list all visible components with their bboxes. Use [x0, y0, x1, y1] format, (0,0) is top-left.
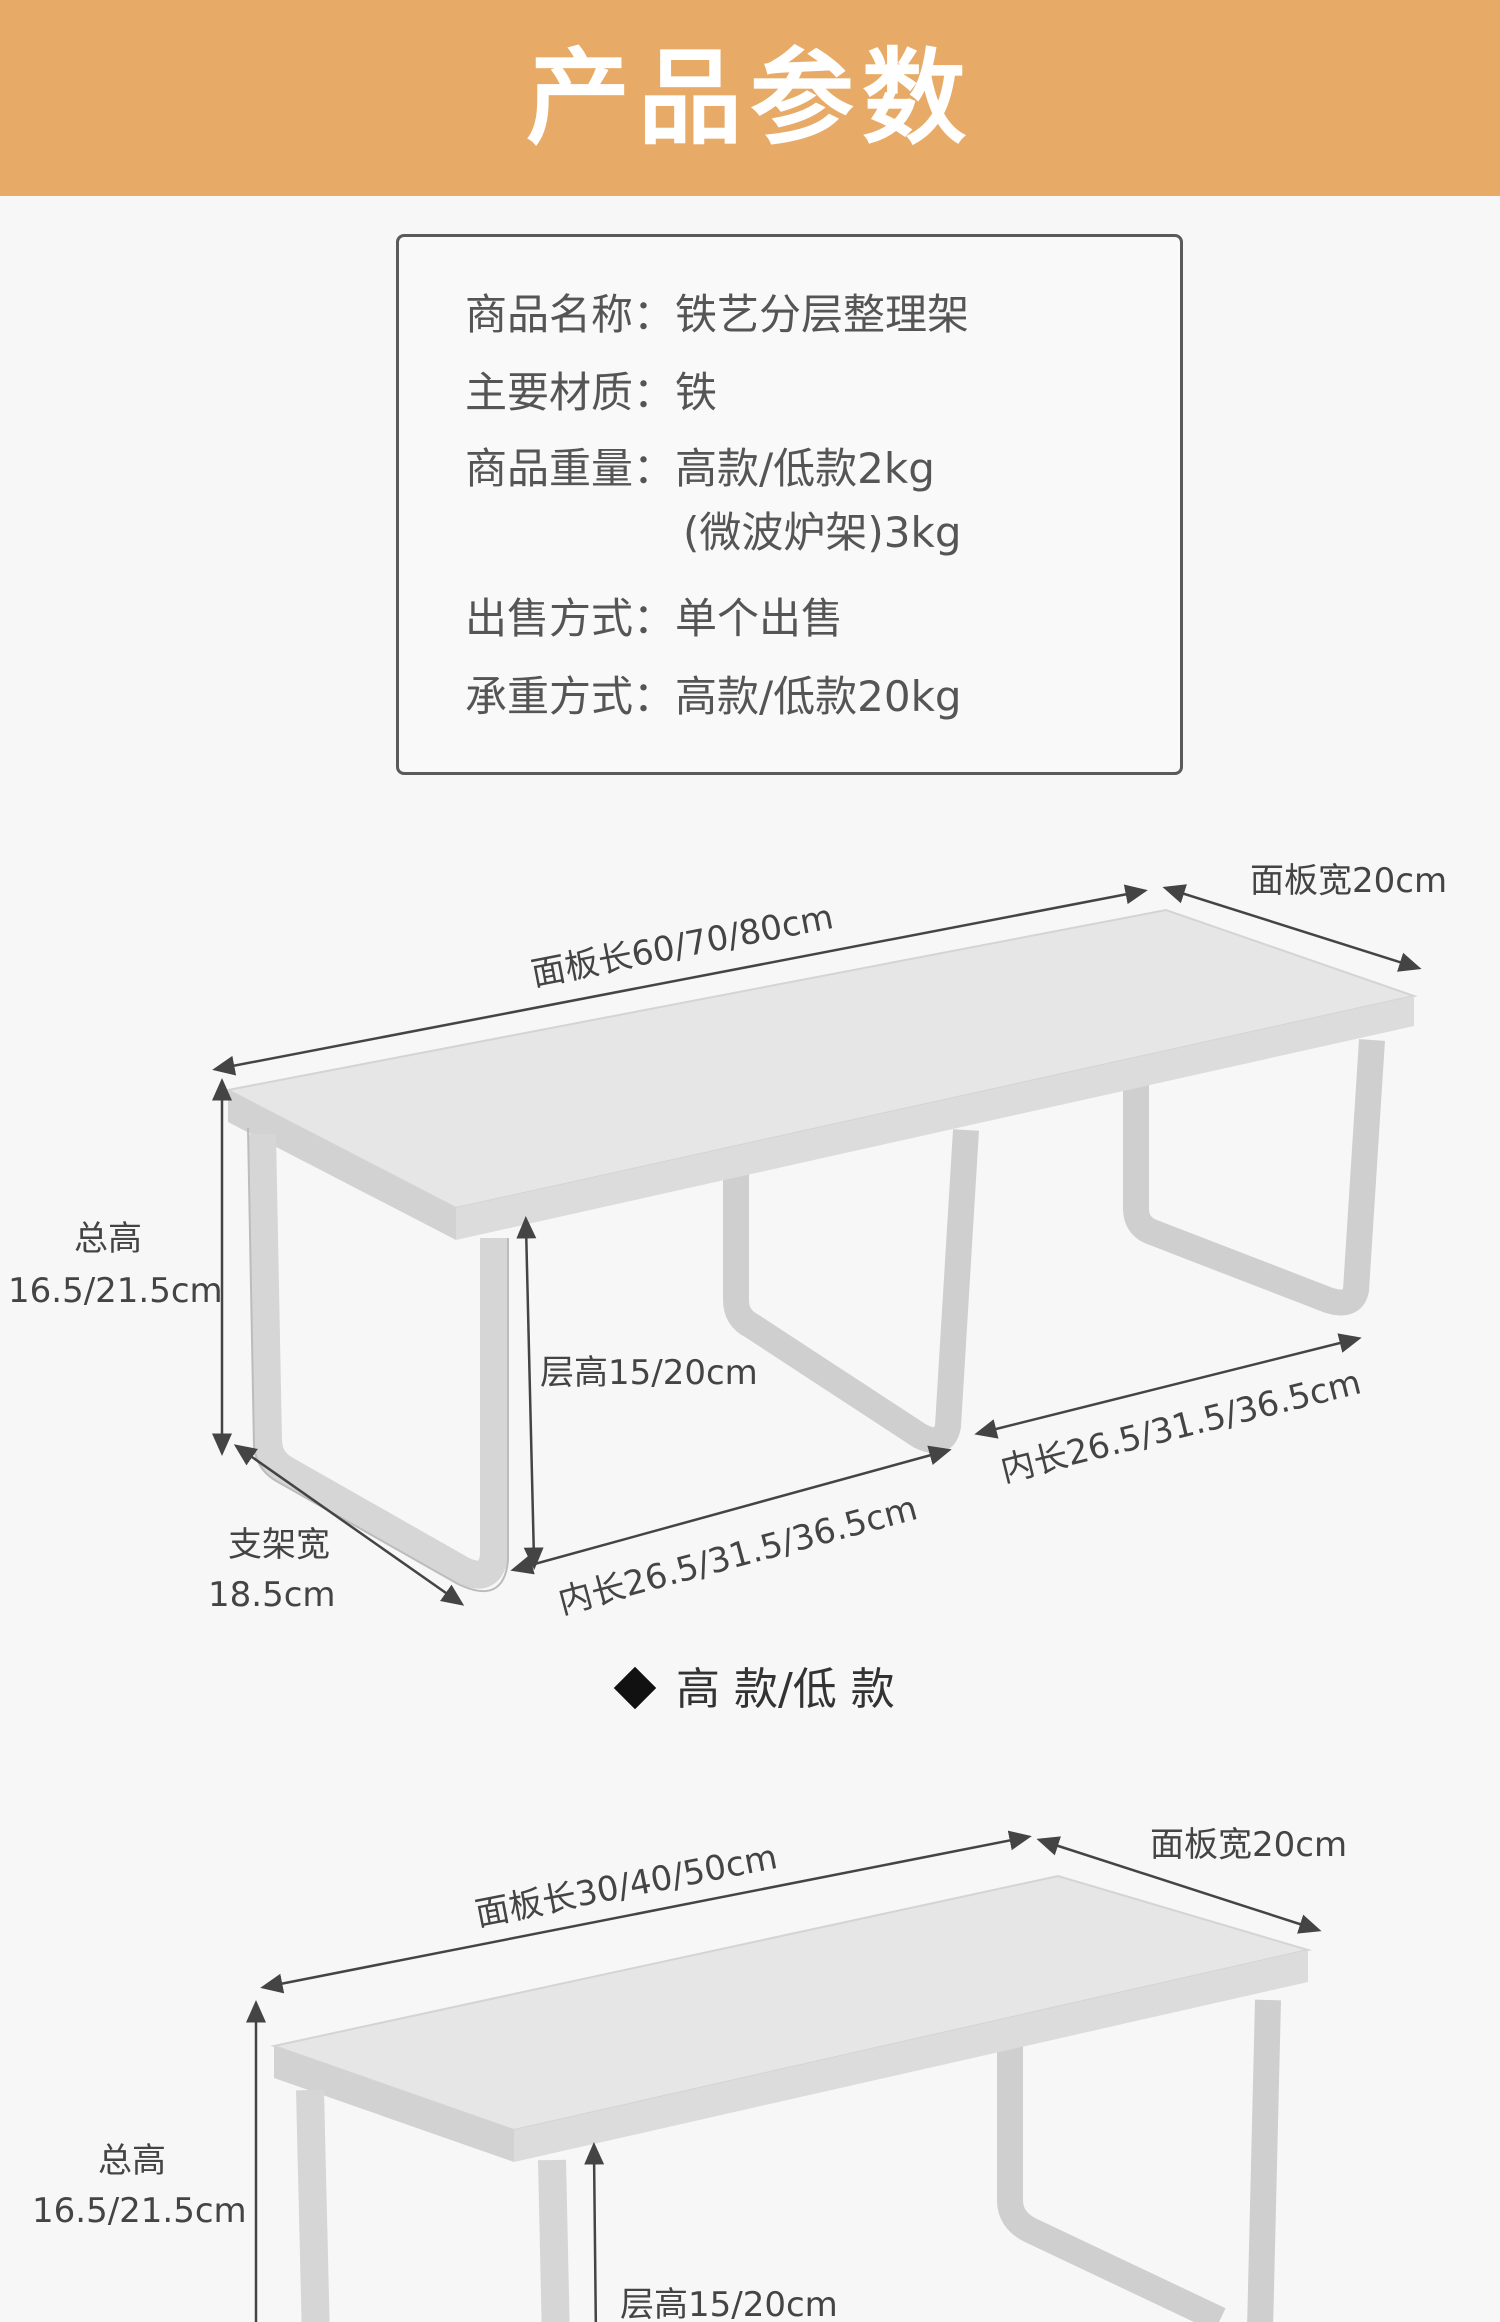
spec-value: (微波炉架)3kg [683, 508, 962, 557]
shelf-legs-back [997, 1999, 1281, 2322]
diamond-bullet-icon [613, 1666, 657, 1710]
spec-row-sale: 出售方式：单个出售 [465, 591, 843, 647]
spec-key: 出售方式： [465, 594, 676, 643]
spec-row-load: 承重方式：高款/低款20kg [465, 669, 962, 725]
shelf-panel [270, 1874, 1312, 2162]
spec-value: 铁艺分层整理架 [675, 290, 970, 339]
dim-bracket-width-value: 18.5cm [208, 1575, 336, 1615]
spec-value: 高款/低款2kg [675, 444, 935, 493]
spec-key: 商品重量： [465, 444, 676, 493]
spec-row-material: 主要材质：铁 [465, 365, 717, 421]
spec-value: 铁 [675, 368, 718, 417]
spec-value: 单个出售 [675, 594, 844, 643]
dimension-lines [212, 884, 1422, 1606]
spec-key: 商品名称： [465, 290, 676, 339]
dim-panel-width: 面板宽20cm [1150, 1825, 1347, 1865]
dim-panel-length: 面板长30/40/50cm [472, 1837, 781, 1935]
page-title: 产品参数 [525, 37, 974, 159]
dim-layer-height: 层高15/20cm [620, 2285, 838, 2322]
dim-bracket-width-label: 支架宽 [228, 1525, 330, 1565]
variant-label: 高 款/低 款 [613, 1660, 895, 1720]
shelf-legs-front [296, 2089, 570, 2322]
spec-key: 主要材质： [465, 368, 676, 417]
header-banner: 产品参数 [0, 0, 1500, 196]
dimension-lines [246, 1830, 1322, 2322]
spec-row-name: 商品名称：铁艺分层整理架 [465, 287, 969, 343]
shelf-legs-back [723, 1039, 1385, 1454]
variant-label-text: 高 款/低 款 [676, 1664, 895, 1715]
spec-table: 商品名称：铁艺分层整理架 主要材质：铁 商品重量：高款/低款2kg (微波炉架)… [396, 234, 1183, 775]
dim-total-height-label: 总高 [74, 1219, 142, 1259]
shelf-diagram-long: 面板长60/70/80cm 面板宽20cm 总高 16.5/21.5cm 层高1… [8, 861, 1447, 1623]
spec-row-weight-extra: (微波炉架)3kg [683, 505, 961, 561]
shelf-diagram-short: 面板长30/40/50cm 面板宽20cm 总高 16.5/21.5cm 层高1… [32, 1825, 1347, 2322]
dim-layer-height: 层高15/20cm [540, 1353, 758, 1393]
dim-total-height-value: 16.5/21.5cm [32, 2191, 247, 2231]
spec-key: 承重方式： [465, 672, 676, 721]
dim-total-height-label: 总高 [98, 2141, 166, 2181]
shelf-panel [224, 908, 1418, 1240]
dim-total-height-value: 16.5/21.5cm [8, 1271, 223, 1311]
spec-row-weight: 商品重量：高款/低款2kg [465, 441, 935, 497]
spec-value: 高款/低款20kg [675, 672, 962, 721]
dim-panel-width: 面板宽20cm [1250, 861, 1447, 901]
